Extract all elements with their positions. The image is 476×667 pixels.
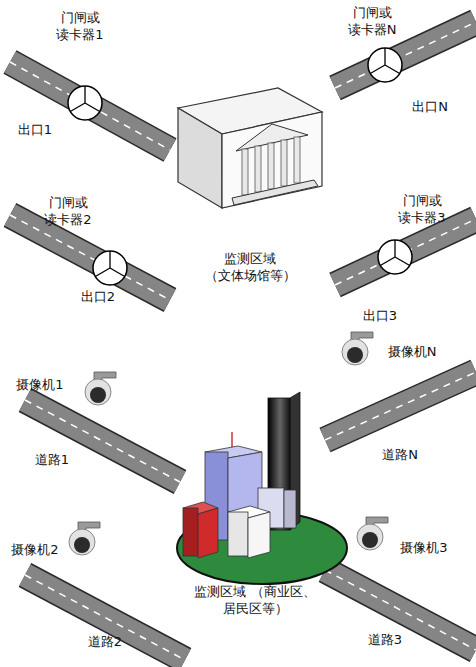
road [25,400,180,482]
road-surface [25,400,180,482]
road-label: 道路3 [363,632,407,649]
road-edge [10,62,170,150]
camera-symbol [69,522,100,555]
road-marking [325,570,476,650]
camera-lens [347,347,363,363]
camera-lens [362,532,378,548]
road-edge [25,400,180,482]
road-marking [335,219,476,285]
road-edge [335,219,476,285]
gate-spokes [380,240,409,266]
gate-spokes [70,86,99,112]
road [10,215,170,300]
gate-symbol [93,251,127,285]
building-face [198,508,218,558]
building-column [268,143,274,189]
building-column [281,140,287,186]
gate-circle [378,240,412,274]
camera-dome [85,379,111,405]
gate-symbol [378,240,412,274]
building-column [294,137,300,183]
road-marking [325,372,476,440]
camera-lens [90,387,106,403]
exit-label: 出口1 [13,122,57,139]
gate-circle [368,48,402,82]
road-surface [25,575,185,660]
road-edge [325,570,476,650]
gate-circle [68,86,102,120]
gate-label: 门闸或 读卡器2 [37,195,99,229]
road-surface [10,62,170,150]
road-surface [325,372,476,440]
building-face [228,512,248,556]
road [10,62,170,150]
camera-label: 摄像机2 [2,542,68,559]
gate-label: 门闸或 读卡器N [341,5,403,39]
road [325,372,476,440]
road [25,575,185,660]
gate-symbol [368,48,402,82]
building-steps [232,180,318,205]
region-label: 监测区域 （商业区、居民区等） [180,584,330,618]
gate-spokes [370,48,399,74]
gate-symbol [68,86,102,120]
camera-dome [69,529,95,555]
building-face [284,490,296,528]
road-edge [325,372,476,440]
road-marking [25,400,180,482]
road [335,219,476,285]
camera-dome [342,339,368,365]
road [325,570,476,650]
camera-lens [74,537,90,553]
camera-label: 摄像机3 [391,540,457,557]
road-surface [325,570,476,650]
road-label: 道路1 [30,452,74,469]
venue-building [178,88,322,208]
road-marking [10,62,170,150]
camera-symbol [342,332,373,365]
exit-label: 出口2 [76,289,120,306]
road-surface [335,219,476,285]
exit-label: 出口3 [358,308,402,325]
building-side [178,108,222,208]
road-surface [10,215,170,300]
road-label: 道路2 [83,634,127,651]
building-face [248,512,270,558]
road-label: 道路N [378,447,422,464]
region-label: 监测区域 （文体场馆等） [185,251,315,285]
camera-label: 摄像机1 [7,377,73,394]
road-marking [25,575,185,660]
camera-label: 摄像机N [379,344,445,361]
road-edge [10,215,170,300]
building-face [183,508,198,556]
gate-label: 门闸或 读卡器3 [391,193,453,227]
exit-label: 出口N [408,99,452,116]
camera-dome [357,524,383,550]
camera-symbol [85,372,116,405]
building-column [242,149,248,195]
building-column [255,146,261,192]
building-front [222,112,322,208]
city-illustration [177,392,347,584]
road-edge [25,575,185,660]
gate-spokes [95,251,124,277]
gate-circle [93,251,127,285]
gate-label: 门闸或 读卡器1 [49,10,111,44]
road-marking [10,215,170,300]
camera-symbol [357,517,388,550]
